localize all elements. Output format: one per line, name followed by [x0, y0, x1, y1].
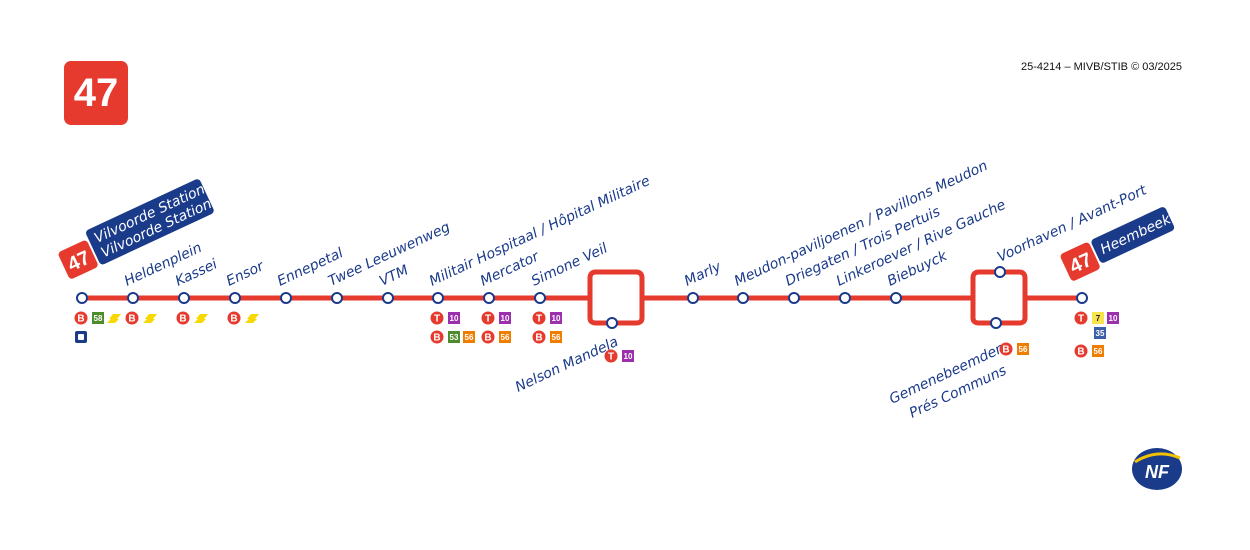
line-badge-56: [1017, 343, 1029, 355]
station-stop: [76, 292, 88, 304]
bus-icon: [74, 311, 88, 325]
mode-letter: B: [433, 333, 440, 344]
mode-letter: B: [230, 314, 237, 325]
tram-icon: [532, 311, 546, 325]
line-badge-label: 56: [501, 333, 510, 342]
line-badge-53: [448, 331, 460, 343]
line-badge-label: 10: [552, 314, 561, 323]
bus-icon: [1074, 344, 1088, 358]
bus-icon: [176, 311, 190, 325]
line-badge-7: [1092, 312, 1104, 324]
mode-letter: B: [535, 333, 542, 344]
bus-icon: [999, 342, 1013, 356]
station-stop: [229, 292, 241, 304]
line-badge-label: 35: [1096, 329, 1105, 338]
station-stop: [788, 292, 800, 304]
mode-letter: T: [485, 314, 491, 325]
line-badge-10: [550, 312, 562, 324]
bus-icon: [481, 330, 495, 344]
line-badge-label: 7: [1096, 314, 1101, 323]
station-stop: [331, 292, 343, 304]
line-badge-label: 56: [465, 333, 474, 342]
station-label: Marly: [682, 259, 724, 290]
station-stop: [534, 292, 546, 304]
station-stop: [280, 292, 292, 304]
train-icon: [194, 314, 208, 323]
station-stop: [737, 292, 749, 304]
station-nelson-mandela: [606, 317, 618, 329]
line-number-badge: 47: [64, 61, 128, 125]
line-badge-35: [1094, 327, 1106, 339]
station-label: Ensor: [224, 258, 268, 290]
bus-icon: [532, 330, 546, 344]
line-badge-label: 10: [624, 352, 633, 361]
station-stop: [839, 292, 851, 304]
station-stop: [178, 292, 190, 304]
station-stop: [890, 292, 902, 304]
mode-letter: B: [179, 314, 186, 325]
line-badge-label: 10: [501, 314, 510, 323]
line-badge-label: 58: [94, 314, 103, 323]
line-badge-56: [463, 331, 475, 343]
line-badge-56: [550, 331, 562, 343]
line-badge-label: 10: [1109, 314, 1118, 323]
mode-letter: B: [484, 333, 491, 344]
line-badge-label: 10: [450, 314, 459, 323]
station-gemenebeemden: [990, 317, 1002, 329]
nf-service-logo: NF: [1132, 448, 1182, 490]
line-badge-label: 56: [1094, 347, 1103, 356]
line-badge-56: [499, 331, 511, 343]
mode-letter: T: [608, 352, 614, 363]
line-badge-10: [499, 312, 511, 324]
metro-icon-glyph: [78, 334, 84, 340]
mode-letter: T: [536, 314, 542, 325]
mode-letter: B: [1077, 347, 1084, 358]
station-stop: [687, 292, 699, 304]
station-heembeek: [1076, 292, 1088, 304]
mode-letter: T: [1078, 314, 1084, 325]
line-badge-56: [1092, 345, 1104, 357]
line-badge-10: [622, 350, 634, 362]
copyright-text: 25-4214 – MIVB/STIB © 03/2025: [1021, 61, 1182, 73]
line-badge-label: 53: [450, 333, 459, 342]
mode-letter: B: [1002, 345, 1009, 356]
bus-icon: [125, 311, 139, 325]
station-voorhaven: [994, 266, 1006, 278]
train-icon: [107, 314, 121, 323]
line-badge-10: [1107, 312, 1119, 324]
terminus-start: 47 Vilvoorde Station Vilvoorde Station: [58, 179, 214, 279]
svg-text:NF: NF: [1145, 462, 1170, 482]
bus-icon: [430, 330, 444, 344]
station-stop: [127, 292, 139, 304]
station-stop: [432, 292, 444, 304]
tram-icon: [604, 349, 618, 363]
line-badge-label: 56: [552, 333, 561, 342]
line-badge-58: [92, 312, 104, 324]
mode-letter: T: [434, 314, 440, 325]
tram-icon: [1074, 311, 1088, 325]
line-badge-10: [448, 312, 460, 324]
station-label: Simone Veil: [529, 240, 610, 289]
mode-letter: B: [77, 314, 84, 325]
station-stop: [382, 292, 394, 304]
mode-letter: B: [128, 314, 135, 325]
station-label: Nelson Mandela: [513, 334, 621, 396]
train-icon: [245, 314, 259, 323]
tram-icon: [430, 311, 444, 325]
tram-icon: [481, 311, 495, 325]
bus-icon: [227, 311, 241, 325]
line-badge-label: 56: [1019, 345, 1028, 354]
station-stop: [483, 292, 495, 304]
train-icon: [143, 314, 157, 323]
